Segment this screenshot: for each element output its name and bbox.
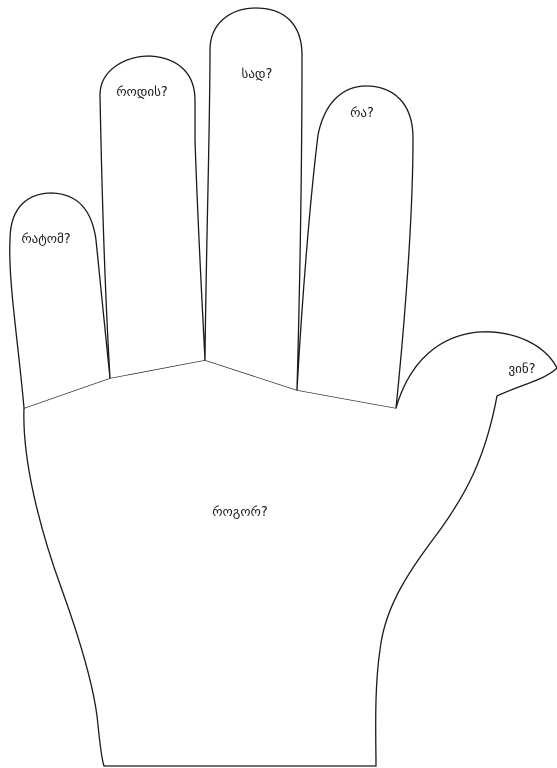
palm-label: როგორ? [212, 505, 268, 520]
ring-label: როდის? [116, 85, 168, 100]
palm-outline [24, 332, 557, 766]
pinky-finger [10, 193, 110, 408]
thumb-label: ვინ? [508, 362, 535, 377]
middle-label: სად? [242, 67, 273, 82]
pinky-label: რატომ? [21, 232, 70, 247]
index-finger [297, 86, 413, 408]
middle-finger [205, 8, 302, 390]
index-label: რა? [350, 106, 374, 121]
ring-finger [100, 56, 205, 378]
